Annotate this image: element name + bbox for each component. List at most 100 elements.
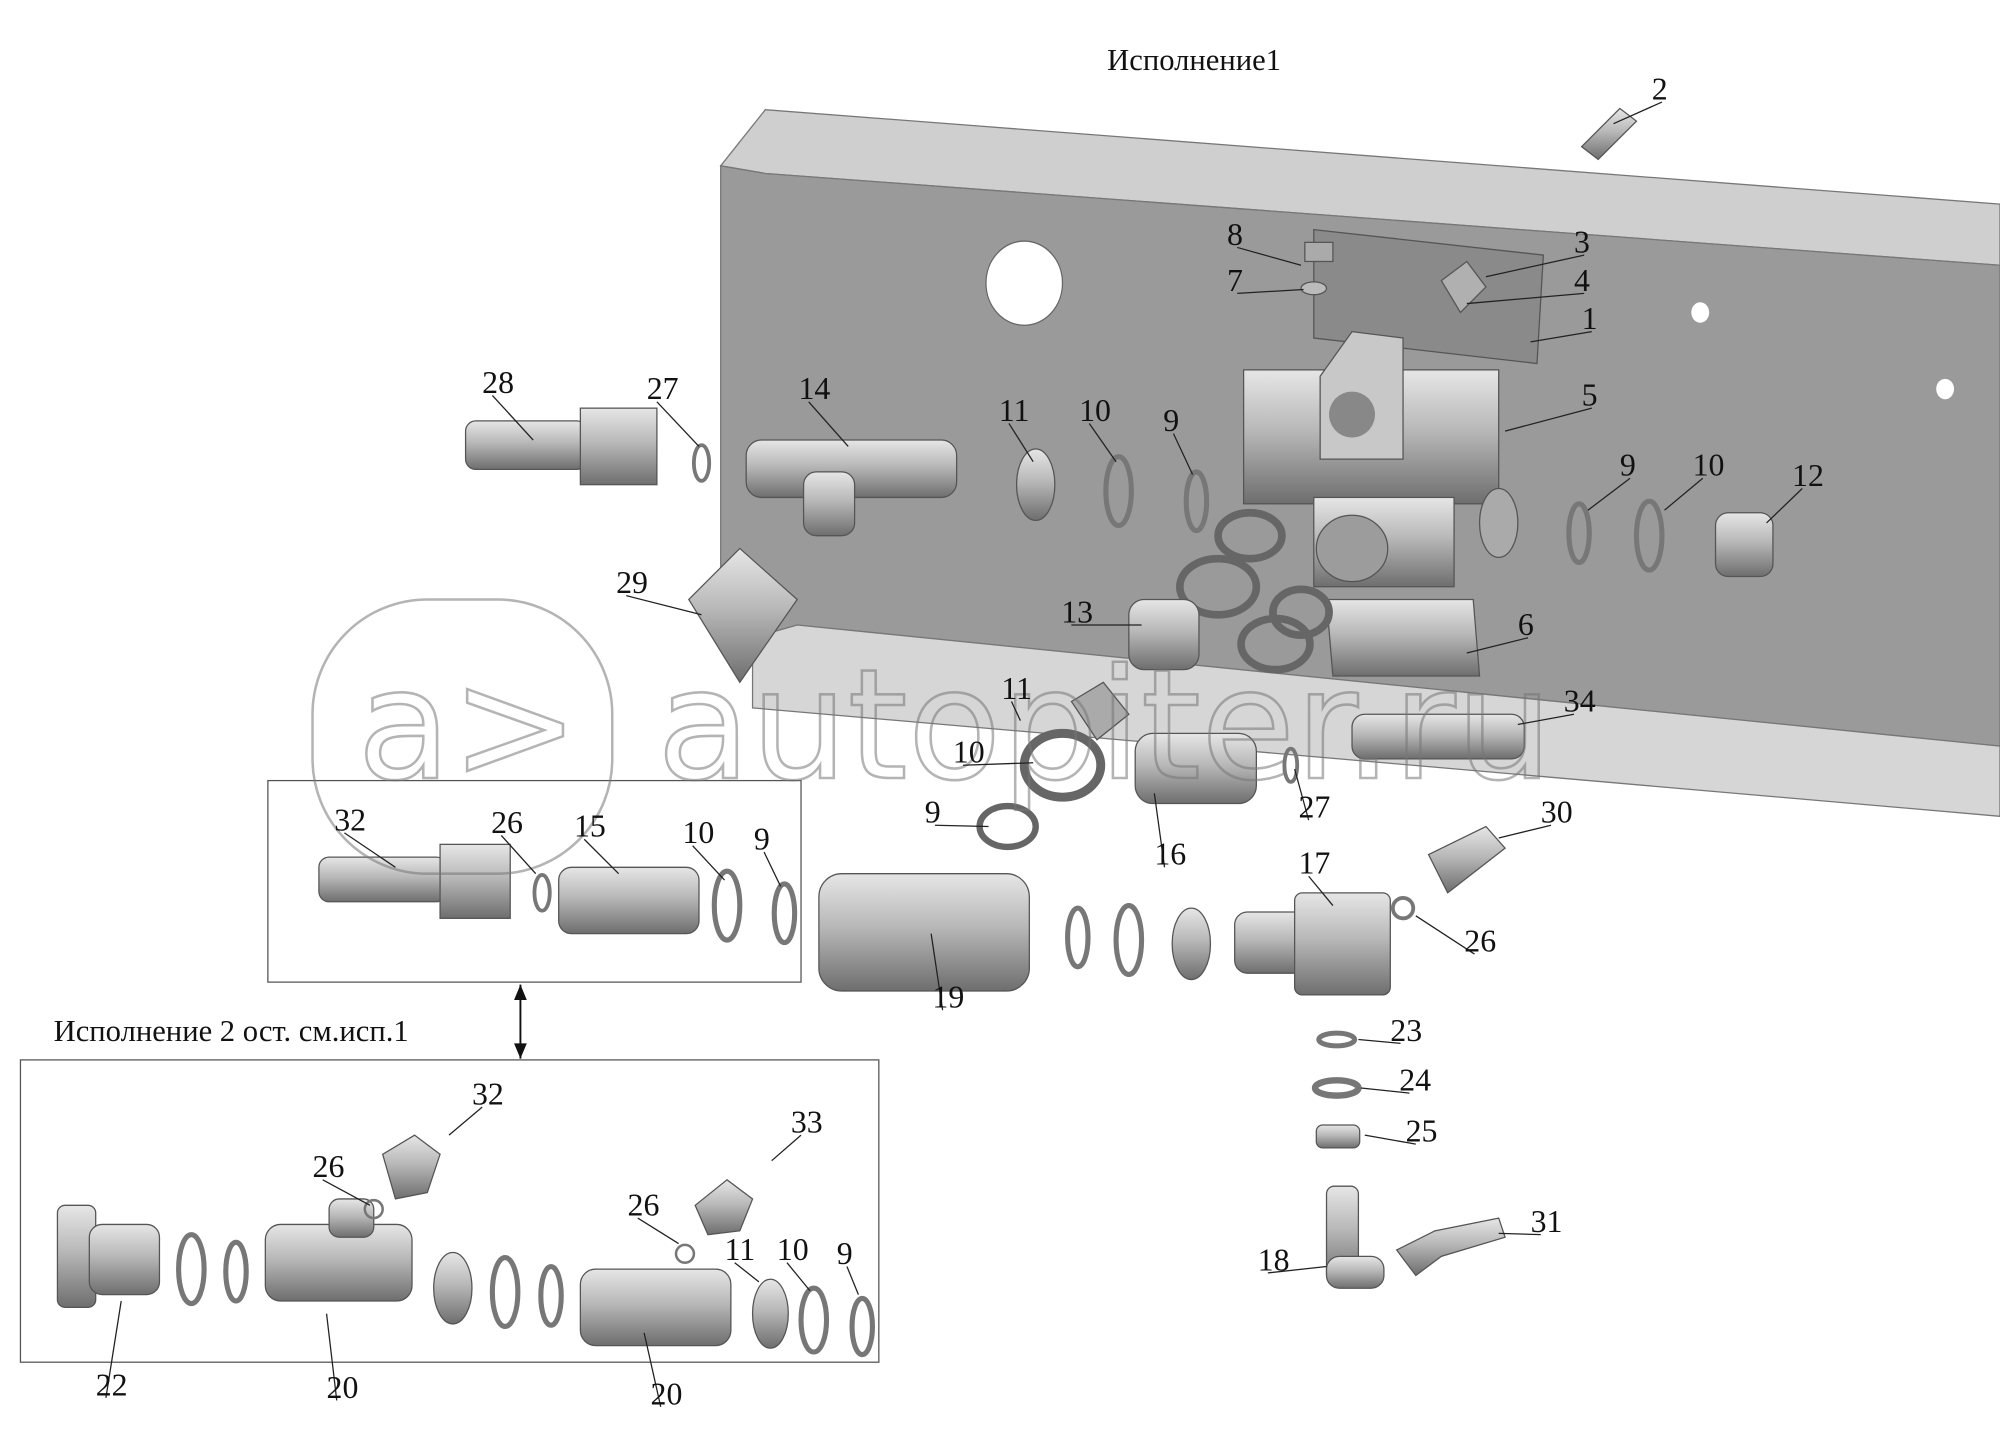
leader-line [105, 1300, 122, 1399]
part-number-callout: 13 [1061, 594, 1093, 629]
parts-middle [267, 779, 1507, 1289]
part-number-callout: 1 [1582, 301, 1598, 336]
part-number-callout: 18 [1258, 1242, 1290, 1277]
leader-line [763, 851, 782, 887]
part-number-callout: 10 [1079, 393, 1111, 428]
part-number-callout: 20 [651, 1376, 683, 1411]
leader-line [1358, 1038, 1401, 1044]
leader-line [325, 1313, 338, 1401]
leader-line [637, 1217, 679, 1245]
part-number-callout: 10 [777, 1232, 809, 1267]
leader-line [1466, 292, 1585, 305]
leader-line [786, 1262, 811, 1292]
part-number-callout: 24 [1399, 1063, 1431, 1098]
leader-line [846, 1266, 860, 1295]
part-number-callout: 9 [754, 821, 770, 856]
leader-line [962, 762, 1034, 766]
leader-line [626, 595, 702, 616]
part-number-callout: 2 [1652, 71, 1668, 106]
leader-line [808, 401, 849, 447]
valve-assembly [1242, 107, 1638, 677]
part-number-callout: 9 [925, 795, 941, 830]
leader-line [1504, 407, 1592, 432]
part-number-callout: 30 [1541, 795, 1573, 830]
leader-line [734, 1262, 760, 1283]
leader-line [1308, 875, 1334, 906]
part-number-callout: 33 [791, 1105, 823, 1140]
part-number-callout: 23 [1390, 1013, 1422, 1048]
part-number-callout: 17 [1298, 846, 1330, 881]
variant2-title: Исполнение 2 ост. см.исп.1 [54, 1014, 409, 1048]
part-number-callout: 31 [1531, 1204, 1563, 1239]
leader-line [930, 933, 944, 1011]
part-number-callout: 11 [999, 393, 1030, 428]
part-number-callout: 26 [313, 1149, 345, 1184]
leader-line [1008, 423, 1034, 463]
leader-line [1360, 1087, 1410, 1094]
leader-line [692, 845, 725, 881]
svg-text:autopiter.ru: autopiter.ru [657, 637, 1553, 815]
leader-line [1498, 1232, 1541, 1236]
leader-line [1364, 1134, 1416, 1145]
leader-line [1485, 254, 1585, 278]
svg-text:a>: a> [357, 637, 579, 815]
part-number-callout: 16 [1154, 837, 1186, 872]
leader-line [1517, 713, 1575, 726]
leader-line [1172, 433, 1194, 475]
part-number-callout: 12 [1792, 458, 1824, 493]
part-number-callout: 22 [96, 1367, 128, 1402]
part-number-callout: 32 [472, 1077, 504, 1112]
part-number-callout: 3 [1574, 225, 1590, 260]
leader-line [1530, 330, 1592, 343]
part-number-callout: 20 [327, 1370, 359, 1405]
part-number-callout: 9 [1163, 403, 1179, 438]
leader-line [1664, 477, 1704, 511]
leader-line [1010, 701, 1021, 721]
variant2-detail-box [19, 1059, 880, 1363]
part-number-callout: 6 [1518, 607, 1534, 642]
leader-line [771, 1134, 802, 1162]
part-number-callout: 26 [628, 1188, 660, 1223]
autopiter-watermark: a> autopiter.ru [311, 598, 1554, 875]
part-number-callout: 4 [1574, 263, 1590, 298]
leader-line [1153, 793, 1166, 868]
leader-line [1294, 768, 1310, 821]
leader-line [1237, 288, 1304, 294]
leader-line [1237, 246, 1302, 266]
leader-line [344, 832, 396, 868]
part-number-callout: 19 [932, 980, 964, 1015]
leader-line [1498, 824, 1552, 839]
leader-line [1415, 915, 1475, 955]
part-number-callout: 14 [798, 371, 830, 406]
part-number-callout: 9 [837, 1236, 853, 1271]
leader-line [491, 394, 534, 441]
part-number-callout: 8 [1227, 217, 1243, 252]
leader-line [934, 824, 989, 828]
part-number-callout: 9 [1620, 448, 1636, 483]
leader-line [1466, 637, 1529, 654]
part-number-callout: 11 [1001, 671, 1032, 706]
part-number-callout: 29 [616, 565, 648, 600]
part-number-callout: 27 [1298, 790, 1330, 825]
part-number-callout: 32 [334, 802, 366, 837]
variant1-title: Исполнение1 [1107, 43, 1281, 77]
part-number-callout: 10 [682, 815, 714, 850]
part-number-callout: 25 [1406, 1114, 1438, 1149]
leader-line [1088, 423, 1117, 463]
part-number-callout: 7 [1227, 263, 1243, 298]
leader-line [583, 838, 620, 875]
part-number-callout: 26 [1464, 923, 1496, 958]
variant1-detail-box [267, 779, 802, 983]
part-number-callout: 27 [647, 371, 679, 406]
leader-line [500, 835, 537, 875]
variant-link-arrow [514, 984, 527, 1059]
part-number-callout: 10 [1693, 448, 1725, 483]
leader-line [1587, 477, 1631, 511]
leader-line [1267, 1265, 1327, 1274]
variant2-detail [19, 1059, 880, 1363]
leader-line [656, 401, 700, 447]
part-number-callout: 11 [724, 1232, 755, 1267]
